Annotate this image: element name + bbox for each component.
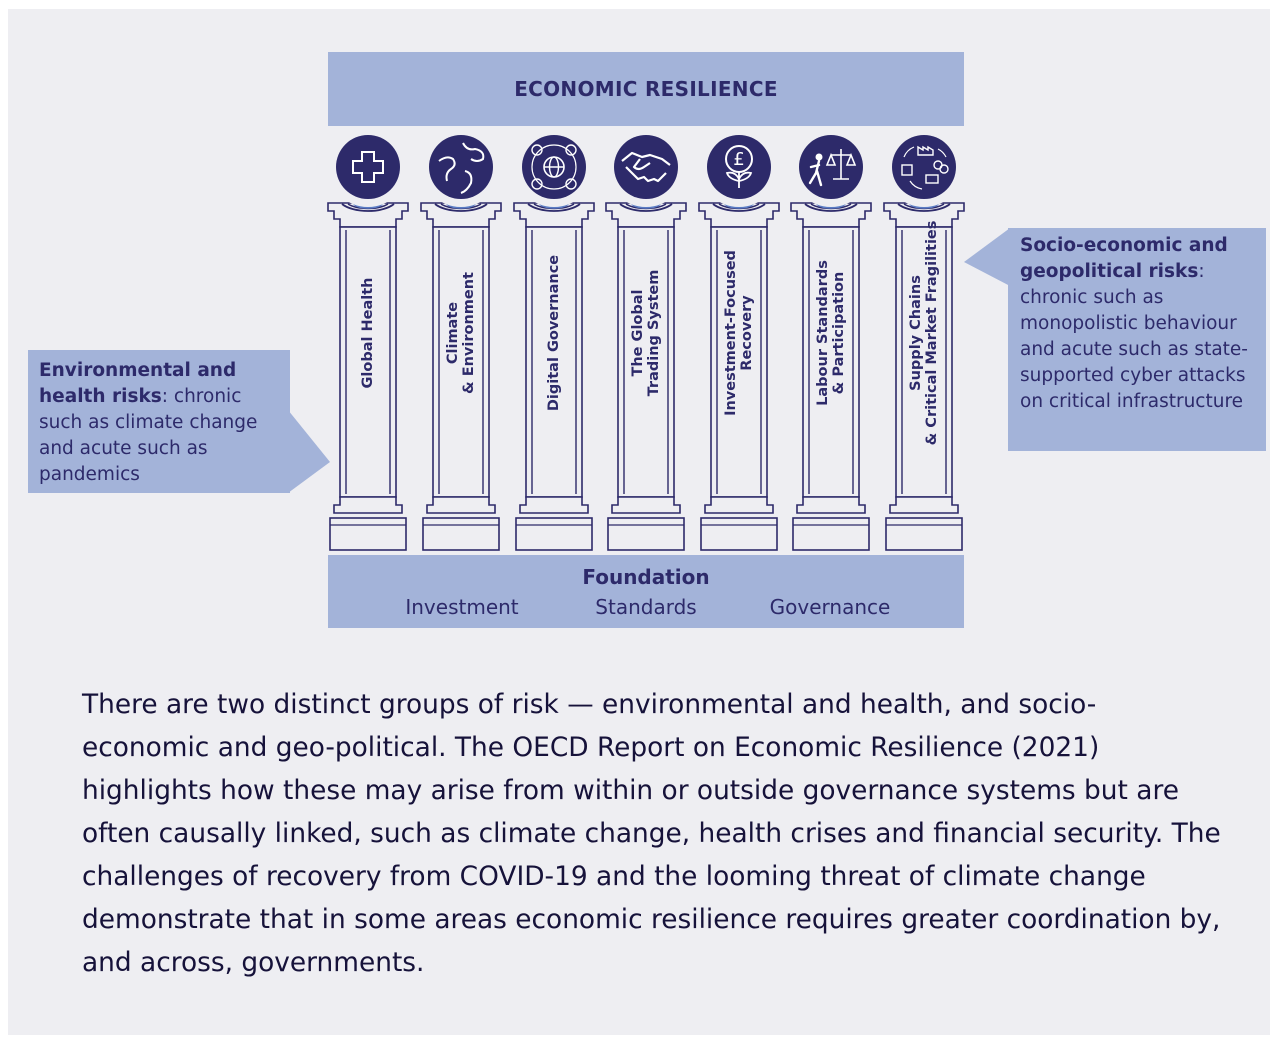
- globe-icon: [429, 135, 493, 199]
- roof-title: ECONOMIC RESILIENCE: [514, 77, 778, 101]
- foundation-banner: Foundation Investment Standards Governan…: [328, 555, 964, 628]
- foundation-item-investment: Investment: [405, 595, 519, 619]
- callout-left-bold: Environmental and health risks: [39, 360, 237, 407]
- left-callout-arrow: [288, 410, 330, 493]
- pillar-6: [790, 127, 872, 551]
- foundation-item-governance: Governance: [769, 595, 891, 619]
- worker-scales-icon: [799, 135, 863, 199]
- supply-chain-icon: [892, 135, 956, 199]
- body-paragraph: There are two distinct groups of risk — …: [82, 689, 1221, 978]
- pillar-7: [883, 127, 965, 551]
- callout-right-bold: Socio-economic and geopolitical risks: [1020, 235, 1228, 282]
- pillar-4: [605, 127, 687, 551]
- foundation-title: Foundation: [582, 565, 710, 589]
- socio-economic-risks-callout: Socio-economic and geopolitical risks: c…: [1008, 228, 1266, 451]
- right-callout-arrow: [964, 228, 1010, 286]
- foundation-item-standards: Standards: [595, 595, 697, 619]
- svg-text:£: £: [733, 149, 744, 170]
- callout-left-text: : chronic such as climate change and acu…: [39, 386, 258, 485]
- pound-coin-plant-icon: £: [707, 135, 771, 199]
- environmental-risks-callout: Environmental and health risks: chronic …: [28, 350, 290, 493]
- medical-cross-icon: [336, 135, 400, 199]
- pillar-1: [327, 127, 409, 551]
- pillar-3: [513, 127, 595, 551]
- pillar-5: £: [698, 127, 780, 551]
- handshake-icon: [614, 135, 678, 199]
- network-globe-icon: [522, 135, 586, 199]
- roof-banner: ECONOMIC RESILIENCE: [328, 52, 964, 126]
- callout-right-text: : chronic such as monopolistic behaviour…: [1020, 261, 1248, 412]
- pillar-2: [420, 127, 502, 551]
